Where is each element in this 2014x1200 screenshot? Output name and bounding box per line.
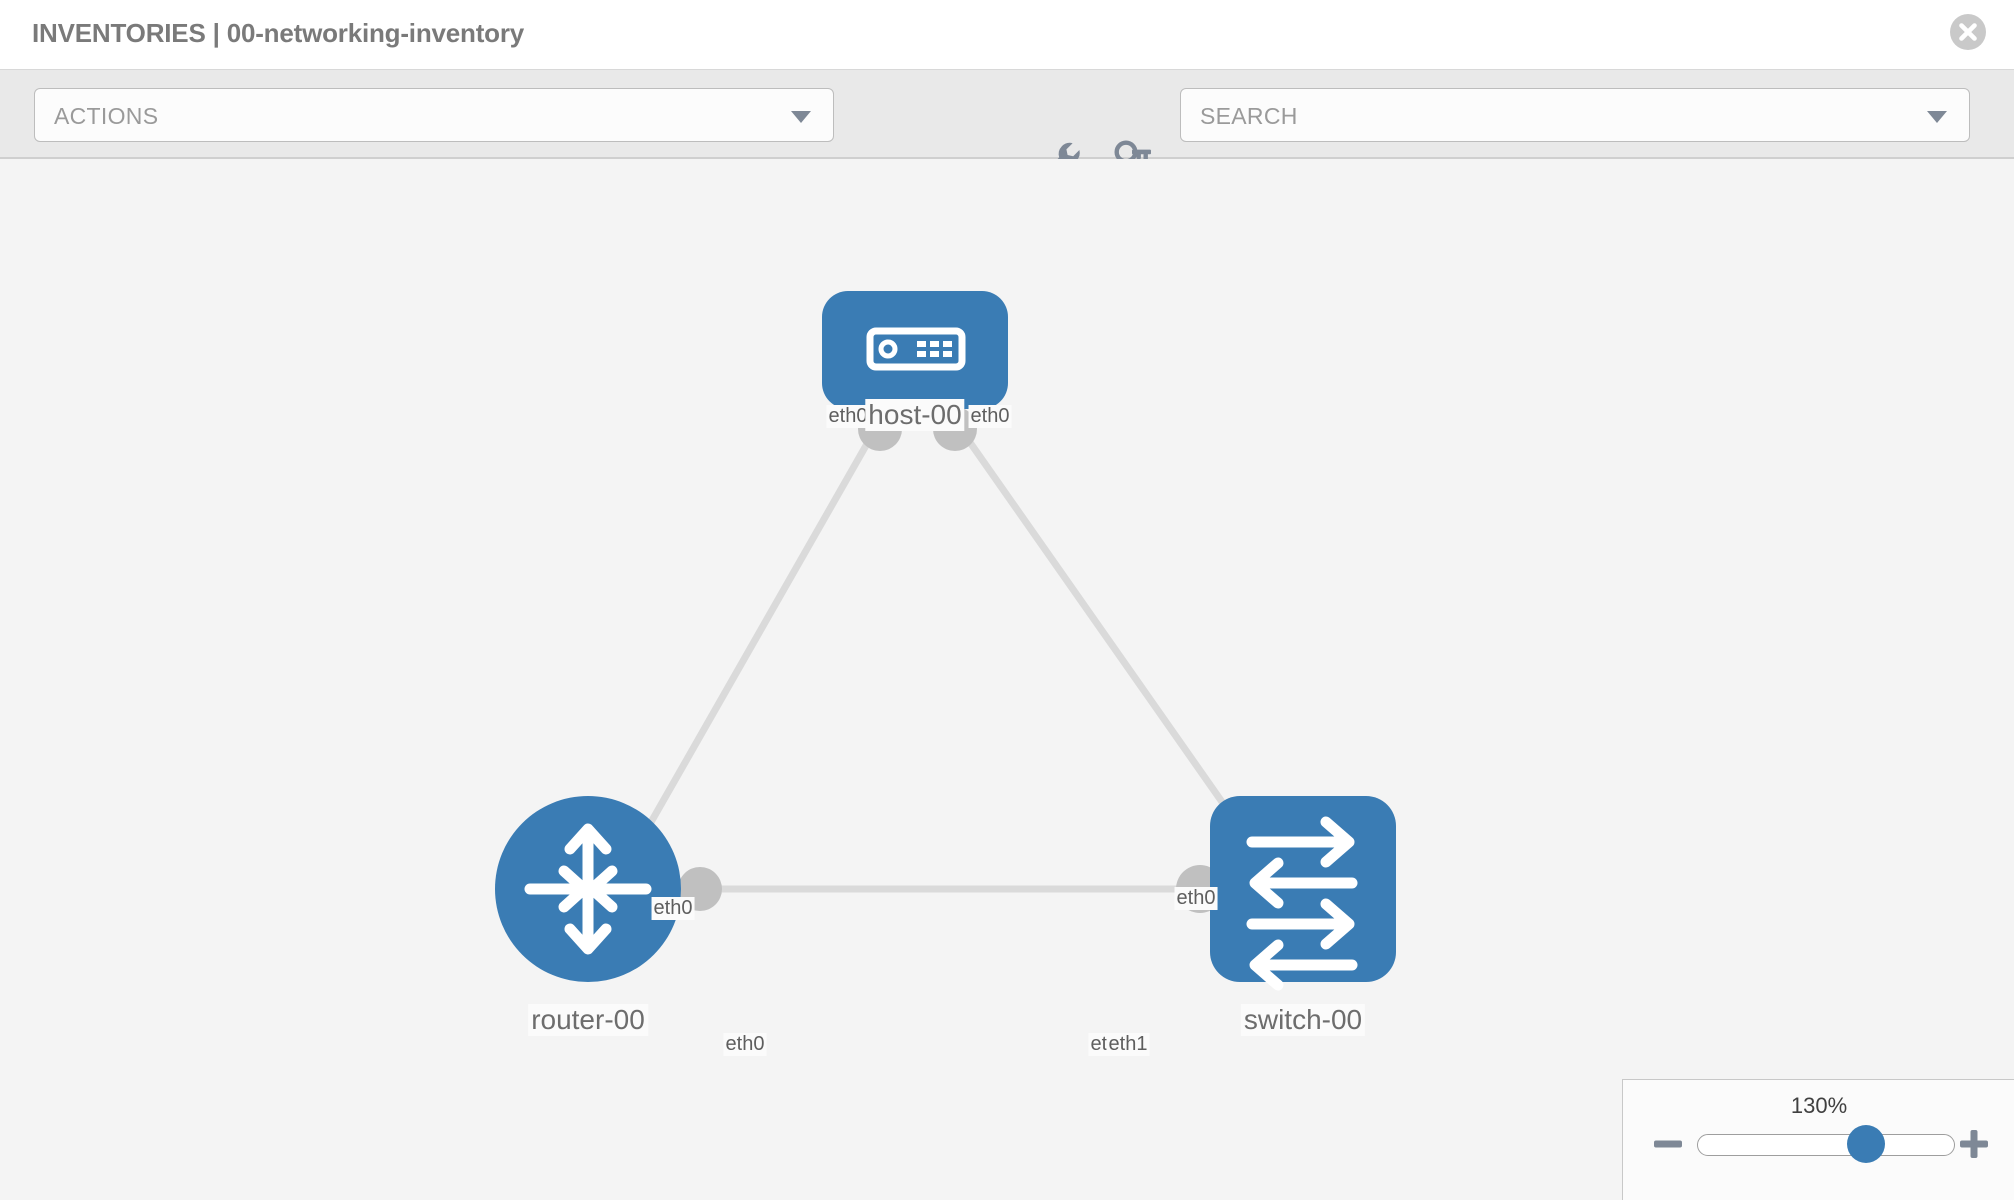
page-title: INVENTORIES | 00-networking-inventory	[32, 18, 525, 48]
ports	[678, 407, 1264, 913]
node-label-host-00: host-00	[865, 399, 965, 431]
actions-dropdown[interactable]: ACTIONS	[34, 88, 834, 142]
node-label-router-00: router-00	[528, 1004, 648, 1036]
edge-label-host-eth0-right: eth0	[968, 405, 1012, 428]
search-input[interactable]: SEARCH	[1180, 88, 1970, 142]
node-host-00	[822, 291, 1008, 409]
node-router-00	[495, 796, 681, 982]
zoom-control-panel: 130%	[1622, 1079, 2014, 1200]
toolbar: ACTIONS SEARCH	[0, 70, 2014, 175]
zoom-in-button[interactable]	[1957, 1127, 1991, 1161]
edge-label-router-eth0-right: eth0	[723, 1033, 767, 1056]
topology-graph	[495, 291, 1396, 991]
search-placeholder: SEARCH	[1200, 103, 1298, 129]
edges	[626, 418, 1258, 893]
topology-canvas[interactable]: eth0 eth0 eth0 eth0 eth0 eth0 eth1 host-…	[0, 159, 2014, 1200]
close-icon[interactable]	[1950, 14, 1986, 50]
node-label-switch-00: switch-00	[1240, 1004, 1366, 1036]
edge-host-switch	[952, 418, 1258, 852]
node-switch-00	[1210, 796, 1396, 991]
actions-dropdown-label: ACTIONS	[54, 103, 159, 129]
edge-host-router	[626, 419, 884, 861]
zoom-slider-track[interactable]	[1697, 1134, 1955, 1156]
chevron-down-icon	[791, 111, 811, 123]
edge-label-router-eth0-up: eth0	[651, 897, 695, 920]
edge-label-host-eth0-left: eth0	[826, 405, 870, 428]
edge-label-switch-eth1: eth1	[1106, 1033, 1150, 1056]
chevron-down-icon	[1927, 111, 1947, 123]
zoom-slider-thumb[interactable]	[1847, 1125, 1885, 1163]
page-header: INVENTORIES | 00-networking-inventory	[0, 0, 2014, 70]
edge-label-switch-eth0-up: eth0	[1174, 887, 1218, 910]
zoom-out-button[interactable]	[1651, 1127, 1685, 1161]
zoom-level-value: 130%	[1790, 1093, 1848, 1118]
